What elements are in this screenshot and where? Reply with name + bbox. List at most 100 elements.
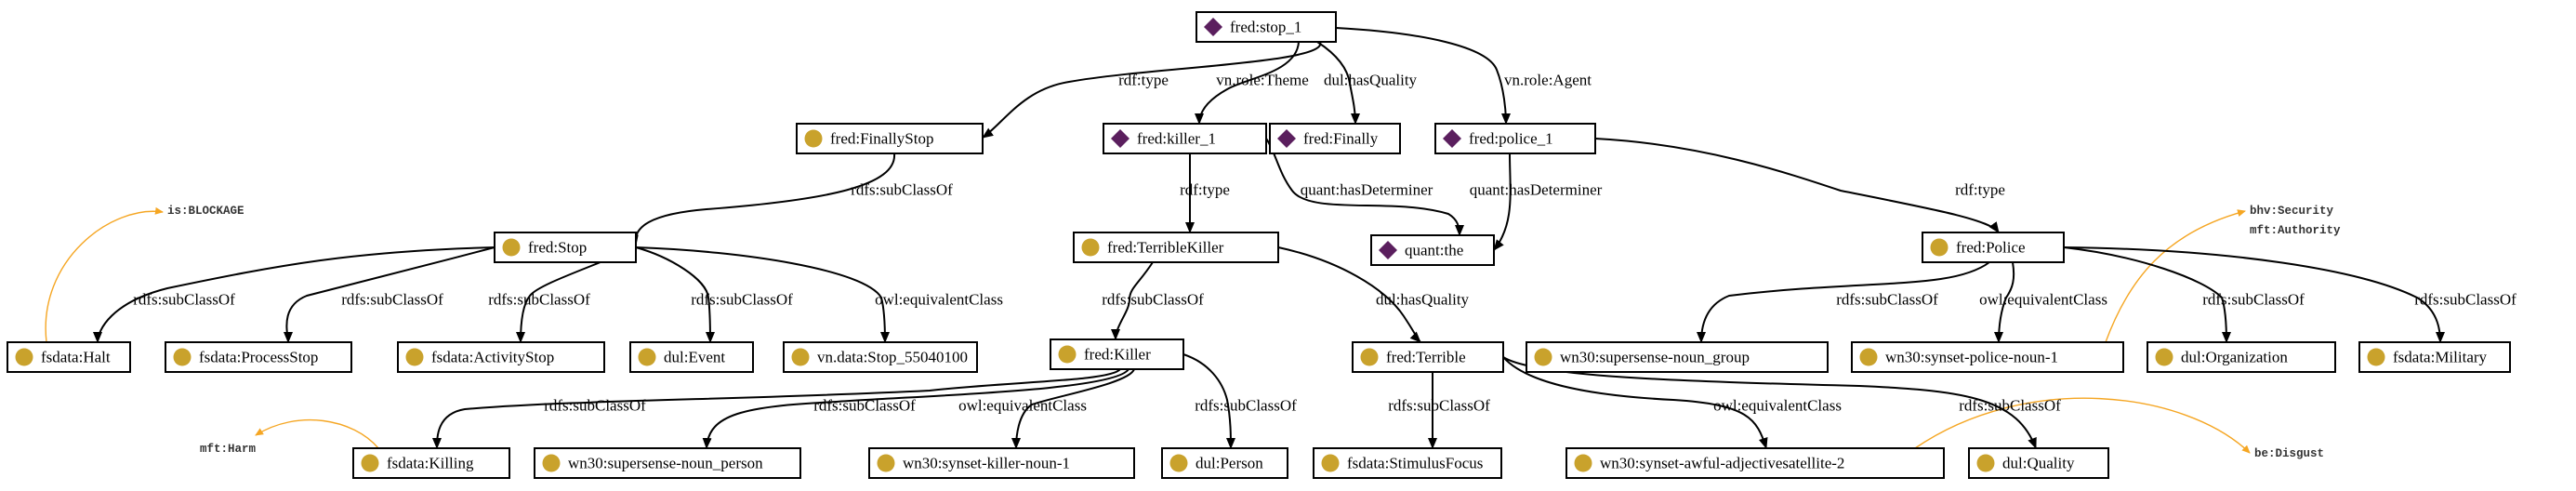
edge-arrow [1335,27,1511,125]
node-quality[interactable]: dul:Quality [1968,447,2109,479]
node-label: wn30:supersense-noun_group [1560,349,1750,366]
edge-arrow [635,246,890,343]
purple-diamond-icon [1111,129,1129,148]
edge-label: owl:equivalentClass [1979,291,2107,309]
node-box [534,447,801,479]
node-stimulus[interactable]: fsdata:StimulusFocus [1313,447,1502,479]
node-the[interactable]: quant:the [1370,234,1495,266]
node-box [165,341,352,373]
node-label: fred:killer_1 [1137,130,1216,148]
node-terrible[interactable]: fred:Terrible [1352,341,1504,373]
edge-label: rdfs:subClassOf [1388,397,1490,415]
edge-label: rdf:type [1180,181,1230,199]
node-label: fred:Finally [1303,130,1379,148]
edge-arrow [2063,246,2445,343]
edge-arrow [1011,368,1135,449]
node-awful[interactable]: wn30:synset-awful-adjectivesatellite-2 [1565,447,1945,479]
purple-diamond-icon [1443,129,1461,148]
gold-circle-icon [15,348,33,366]
node-box [796,123,984,154]
node-finally[interactable]: fred:Finally [1269,123,1401,154]
edge-label: rdfs:subClassOf [813,397,916,415]
edge-terriblekiller-killer: rdfs:subClassOf [1102,261,1204,340]
node-killerNoun[interactable]: wn30:synset-killer-noun-1 [868,447,1135,479]
gold-circle-icon [2155,348,2173,366]
edge-arrow [93,246,495,343]
edge-label: rdfs:subClassOf [2414,291,2517,309]
node-stop[interactable]: fred:Stop [494,232,637,263]
gold-circle-icon [1859,348,1878,366]
gold-circle-icon [173,348,192,366]
node-killer1[interactable]: fred:killer_1 [1103,123,1267,154]
node-label: fred:Stop [528,239,587,257]
node-military[interactable]: fsdata:Military [2358,341,2511,373]
node-organization[interactable]: dul:Organization [2147,341,2336,373]
node-box [397,341,605,373]
edge-arrow [635,246,715,343]
edge-killer-person: rdfs:subClassOf [1182,353,1297,449]
edge-killer-killing: rdfs:subClassOf [432,368,1121,449]
purple-diamond-icon [1204,18,1222,36]
edge-arrow [982,41,1322,139]
gold-circle-icon [1976,454,1995,472]
gold-circle-icon [877,454,895,472]
node-police[interactable]: fred:Police [1922,232,2065,263]
gold-circle-icon [791,348,810,366]
edge-killer1-terriblekiller: rdf:type [1180,153,1230,233]
node-activitystop[interactable]: fsdata:ActivityStop [397,341,605,373]
node-killer[interactable]: fred:Killer [1050,338,1184,370]
node-box [1073,232,1279,263]
edge-layer: rdf:type vn.role:Theme dul:hasQuality vn.ro… [93,27,2517,449]
edge-arrow [432,368,1121,449]
node-finallystop[interactable]: fred:FinallyStop [796,123,984,154]
edge-arrow [628,153,896,246]
edge-arrow [702,368,1129,449]
node-label: fred:stop_1 [1230,19,1301,36]
edge-label: vn.role:Agent [1504,72,1592,89]
edge-stop-event: rdfs:subClassOf [635,246,793,343]
edge-label: dul:hasQuality [1376,291,1470,309]
node-person[interactable]: dul:Person [1161,447,1288,479]
node-box [868,447,1135,479]
edge-label: quant:hasDeterminer [1301,181,1433,199]
node-label: fred:Killer [1084,346,1151,364]
edge-arrow [1502,356,1768,449]
node-processstop[interactable]: fsdata:ProcessStop [165,341,352,373]
node-box [352,447,510,479]
node-nounPerson[interactable]: wn30:supersense-noun_person [534,447,801,479]
edge-label: rdfs:subClassOf [1102,291,1204,309]
node-halt[interactable]: fsdata:Halt [7,341,131,373]
node-event[interactable]: dul:Event [629,341,754,373]
node-label: fred:TerribleKiller [1107,239,1224,257]
node-policeNoun[interactable]: wn30:synset-police-noun-1 [1851,341,2124,373]
edge-arrow [1316,41,1360,125]
node-stop1[interactable]: fred:stop_1 [1196,11,1337,43]
gold-circle-icon [361,454,379,472]
annotation-harm: mft:Harm [200,418,379,456]
edge-terriblekiller-terrible: dul:hasQuality [1277,246,1470,343]
edge-arrow [1493,153,1512,251]
node-label: fred:FinallyStop [830,130,933,148]
edge-killer1-the: quant:hasDeterminer [1265,138,1464,236]
edge-police1-police: rdf:type [1594,138,2005,233]
edge-label: rdfs:subClassOf [488,291,590,309]
edge-stop-halt: rdfs:subClassOf [93,246,495,343]
node-label: dul:Organization [2181,349,2288,366]
node-label: wn30:supersense-noun_person [568,455,763,472]
gold-circle-icon [405,348,424,366]
edge-label: rdfs:subClassOf [2202,291,2305,309]
node-killing[interactable]: fsdata:Killing [352,447,510,479]
node-terriblekiller[interactable]: fred:TerribleKiller [1073,232,1279,263]
gold-circle-icon [1574,454,1592,472]
edge-police-policeNoun: owl:equivalentClass [1979,261,2107,343]
annotation-arrow [1914,397,2251,454]
node-police1[interactable]: fred:police_1 [1434,123,1596,154]
node-label: fred:police_1 [1469,130,1553,148]
edge-arrow [1265,138,1464,236]
edge-police1-the: quant:hasDeterminer [1470,153,1603,251]
edge-label: rdf:type [1118,72,1169,89]
node-nounGroup[interactable]: wn30:supersense-noun_group [1526,341,1829,373]
node-vnstop[interactable]: vn.data:Stop_55040100 [783,341,978,373]
edge-label: rdfs:subClassOf [544,397,646,415]
edge-label: vn.role:Theme [1216,72,1309,89]
